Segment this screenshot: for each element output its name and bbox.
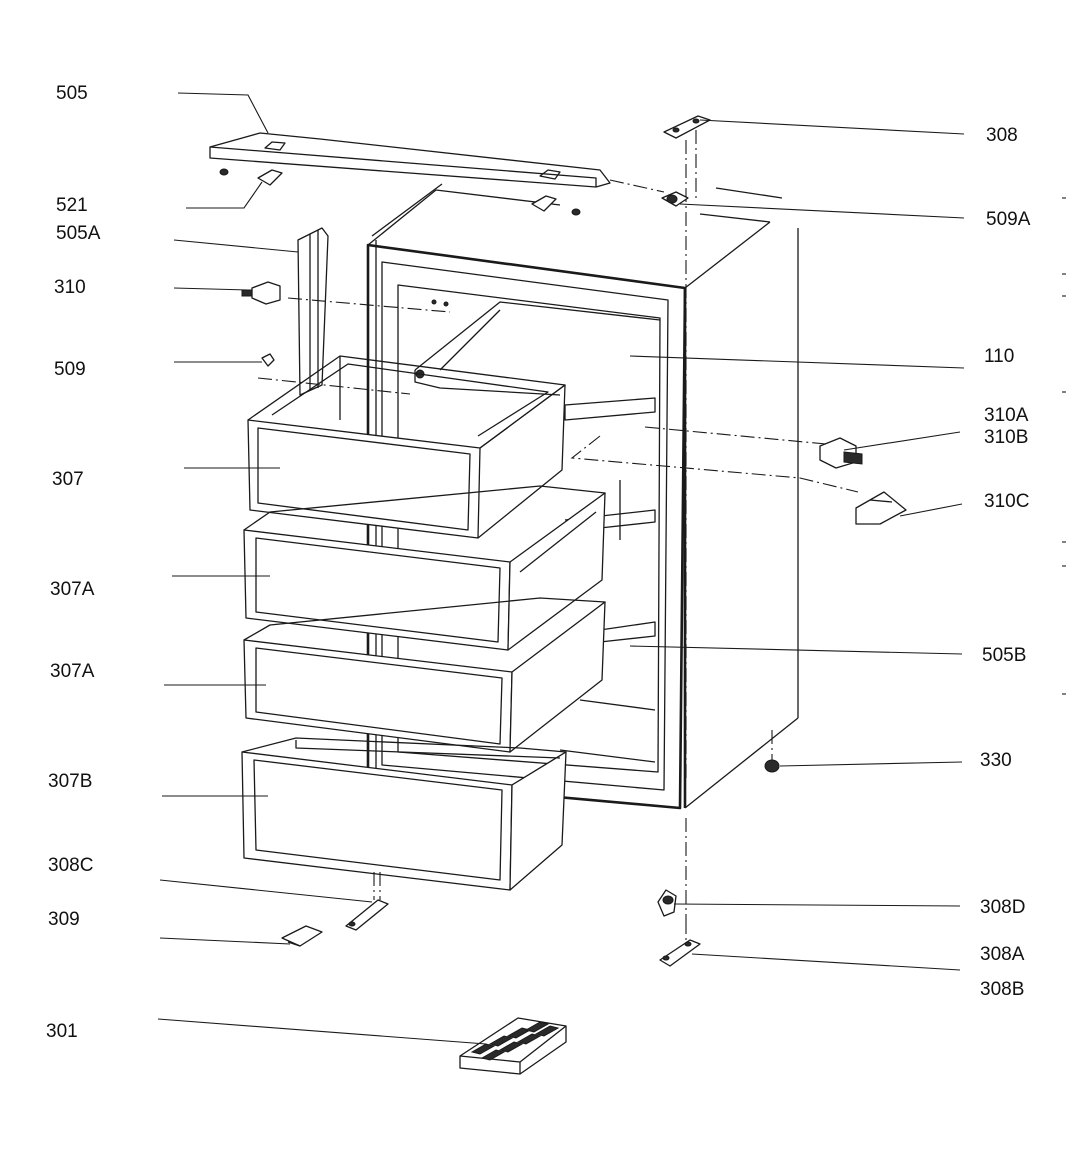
label-307B: 307B	[48, 771, 93, 792]
part-509A	[609, 179, 783, 207]
label-309: 309	[48, 909, 80, 930]
top-hinge-bar-505	[209, 132, 611, 216]
label-330: 330	[980, 750, 1012, 771]
part-310C	[855, 491, 907, 525]
scan-marks	[1062, 197, 1066, 695]
label-521: 521	[56, 195, 88, 216]
foot-330	[764, 730, 780, 773]
label-509A: 509A	[986, 209, 1031, 230]
drawer-307	[247, 355, 566, 539]
door-post-505A	[297, 227, 329, 396]
part-309	[281, 925, 323, 947]
label-307A-upper: 307A	[50, 579, 95, 600]
label-110: 110	[984, 346, 1015, 367]
part-310	[241, 281, 451, 313]
label-308C: 308C	[48, 855, 94, 876]
label-308A: 308A	[980, 944, 1025, 965]
hinge-308	[663, 115, 711, 780]
label-509: 509	[54, 359, 86, 380]
label-505A: 505A	[56, 223, 101, 244]
label-307A-lower: 307A	[50, 661, 95, 682]
hinge-pin-308D	[657, 818, 687, 920]
hinge-308C	[345, 872, 389, 931]
label-505: 505	[56, 83, 88, 104]
drawer-307B	[241, 737, 567, 891]
label-310C: 310C	[984, 491, 1030, 512]
label-308D: 308D	[980, 897, 1026, 918]
hinge-308A	[659, 920, 701, 967]
label-310B: 310B	[984, 427, 1029, 448]
drawer-307A-upper	[243, 485, 606, 651]
label-505B: 505B	[982, 645, 1027, 666]
label-310: 310	[54, 277, 86, 298]
label-301: 301	[46, 1021, 78, 1042]
drawer-307A-lower	[243, 597, 606, 753]
part-310A	[570, 426, 863, 493]
label-307: 307	[52, 469, 84, 490]
leader-lines	[157, 92, 965, 1045]
label-310A: 310A	[984, 405, 1029, 426]
label-308B: 308B	[980, 979, 1025, 1000]
label-308: 308	[986, 125, 1018, 146]
control-panel-301	[459, 1017, 567, 1075]
part-509	[257, 353, 411, 395]
